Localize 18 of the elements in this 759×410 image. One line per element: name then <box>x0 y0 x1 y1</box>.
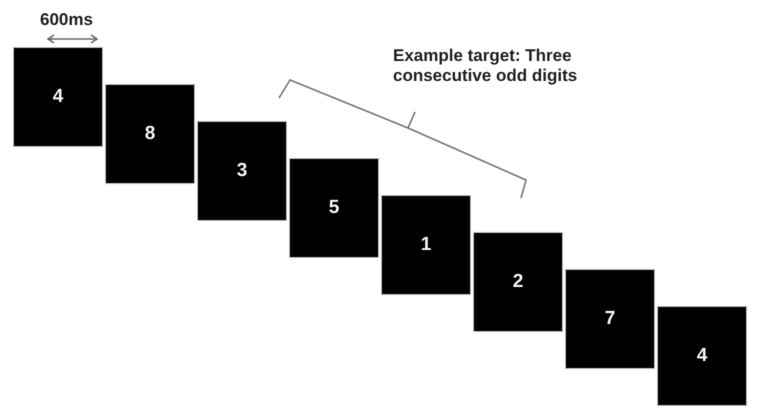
stimulus-screen <box>13 47 103 147</box>
stimulus-screen <box>105 84 195 184</box>
stimulus-screen <box>381 195 471 295</box>
digit: 4 <box>52 86 64 108</box>
digit: 7 <box>604 308 616 330</box>
digit: 5 <box>328 197 340 219</box>
annotation-text: Example target: Three consecutive odd digits <box>393 46 578 86</box>
digit: 2 <box>512 271 524 293</box>
digit: 4 <box>696 345 708 367</box>
stimulus-screen <box>565 269 655 369</box>
stimulus-screen <box>473 232 563 332</box>
duration-label: 600ms <box>40 10 94 30</box>
digit: 1 <box>420 234 432 256</box>
stimulus-screen <box>197 121 287 221</box>
digit: 3 <box>236 160 248 182</box>
stimulus-screen <box>657 306 747 406</box>
digit: 8 <box>144 123 156 145</box>
stimulus-screen <box>289 158 379 258</box>
